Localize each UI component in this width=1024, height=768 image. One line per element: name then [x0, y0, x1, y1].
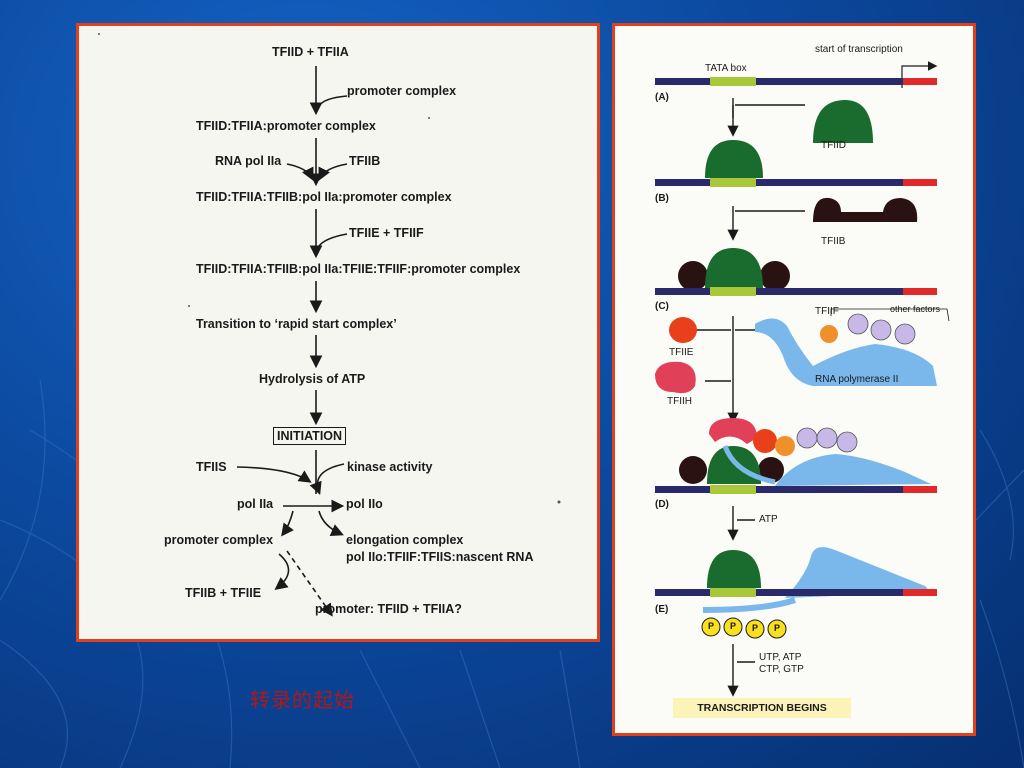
step-c-label: (C) — [655, 301, 669, 312]
promoter-complex-label: promoter complex — [347, 84, 457, 98]
atp-label: ATP — [759, 514, 778, 525]
tfiih-label: TFIIH — [667, 396, 692, 407]
tfiid-tfiia-label: TFIID + TFIIA — [272, 45, 349, 59]
promoter-complex-branch-label: promoter complex — [164, 533, 274, 547]
dna-strand-a — [655, 77, 937, 86]
kinase-activity-label: kinase activity — [347, 460, 433, 474]
transcription-steps-drawing — [655, 61, 950, 697]
elongation-composition-label: pol IIo:TFIIF:TFIIS:nascent RNA — [346, 550, 534, 564]
pol-iio-label: pol IIo — [346, 497, 383, 511]
tfiid-tfiia-complex-label: TFIID:TFIIA:promoter complex — [196, 119, 376, 133]
pathway-arrows — [98, 33, 561, 617]
phosphate-groups — [701, 617, 787, 639]
tfiif-label: TFIIF — [815, 306, 839, 317]
dna-strand-b — [655, 140, 937, 187]
pathway-diagram-panel: TFIID + TFIIA promoter complex TFIID:TFI… — [76, 23, 600, 642]
step-b-label: (B) — [655, 193, 669, 204]
full-complex-label: TFIID:TFIIA:TFIIB:pol IIa:TFIIE:TFIIF:pr… — [196, 262, 521, 276]
elongation-complex-label: elongation complex — [346, 533, 464, 547]
tfiib-tfiie-label: TFIIB + TFIIE — [185, 586, 262, 600]
rna-pol-ii-free — [755, 318, 937, 386]
tfiib-blob-free — [813, 197, 918, 222]
tfiih-blob-free — [655, 361, 696, 394]
promoter-tfiid-tfiia-label: promoter: TFIID + TFIIA? — [315, 602, 462, 616]
dna-strand-e — [655, 547, 937, 613]
step-e-label: (E) — [655, 604, 669, 615]
ntp-label-1: UTP, ATP — [759, 652, 802, 663]
tfiid-blob-free — [813, 100, 873, 143]
transition-label: Transition to ‘rapid start complex’ — [196, 317, 397, 331]
step-a-label: (A) — [655, 92, 669, 103]
tfiie-tfiif-label: TFIIE + TFIIF — [349, 226, 424, 240]
initiation-box: INITIATION — [273, 427, 347, 445]
slide-caption: 转录的起始 — [250, 688, 355, 712]
step-d-label: (D) — [655, 499, 669, 510]
ntp-label-2: CTP, GTP — [759, 664, 804, 675]
tfiib-label: TFIIB — [821, 236, 846, 247]
transcription-begins-banner: TRANSCRIPTION BEGINS — [673, 698, 851, 718]
tfiib-complex-label: TFIID:TFIIA:TFIIB:pol IIa:promoter compl… — [196, 190, 452, 204]
rna-pol-iia-label: RNA pol IIa — [215, 154, 282, 168]
transcription-illustration-panel: start of transcription TATA box (A) TFII… — [612, 23, 976, 736]
tfiie-label: TFIIE — [669, 347, 694, 358]
phosphate-label-4: P — [774, 623, 781, 633]
start-of-transcription-label: start of transcription — [815, 44, 903, 55]
tfiie-blob-free — [669, 317, 697, 343]
other-factors-label: other factors — [890, 304, 941, 314]
rna-polymerase-label: RNA polymerase II — [815, 374, 899, 385]
tata-box-label: TATA box — [705, 63, 747, 74]
tfiis-label: TFIIS — [196, 460, 227, 474]
dna-strand-d — [655, 418, 937, 494]
hydrolysis-label: Hydrolysis of ATP — [259, 372, 366, 386]
phosphate-label-1: P — [708, 621, 715, 631]
phosphate-label-3: P — [752, 623, 759, 633]
tfiib-label: TFIIB — [349, 154, 381, 168]
phosphate-label-2: P — [730, 621, 737, 631]
pol-iia-label: pol IIa — [237, 497, 274, 511]
tfiid-label: TFIID — [821, 140, 846, 151]
dna-strand-c — [655, 248, 937, 296]
